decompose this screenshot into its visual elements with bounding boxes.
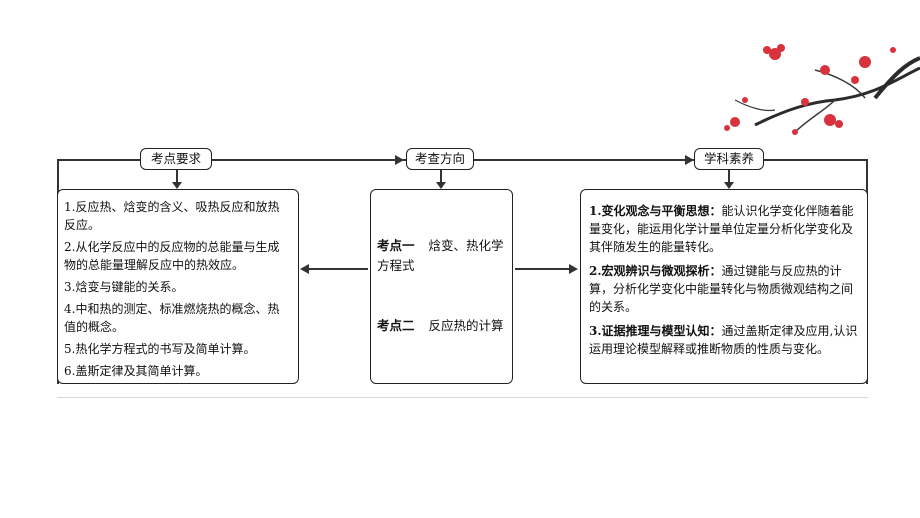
exam-point-1-text: 焓变、热化学方程式 [377,238,504,273]
exam-point-2-text: 反应热的计算 [428,318,504,333]
subject-literacy-box: 1.变化观念与平衡思想：能认识化学变化伴随着能量变化，能运用化学计量单位定量分析… [580,189,868,384]
arrow-left-icon [300,264,309,274]
literacy-item-title: 1.变化观念与平衡思想： [589,204,722,218]
literacy-item-title: 3.证据推理与模型认知： [589,324,722,338]
literacy-item-text: 通过键能与反应热的计算，分析化学变化中能量转化与物质微观结构之间的关系。 [589,264,854,314]
left-arrow-line [306,268,368,270]
bottom-divider [57,397,868,398]
arrow-down-icon [436,182,446,189]
tag-subject-literacy: 学科素养 [694,148,764,170]
arrow-down-icon [172,182,182,189]
down-connector-middle [440,170,442,184]
literacy-item: 1.变化观念与平衡思想：能认识化学变化伴随着能量变化，能运用化学计量单位定量分析… [589,202,859,256]
plum-blossom-decoration [724,44,920,135]
literacy-item: 2.宏观辨识与微观探析：通过键能与反应热的计算，分析化学变化中能量转化与物质微观… [589,262,859,316]
right-arrow-line [515,268,571,270]
requirement-item: 2.从化学反应中的反应物的总能量与生成物的总能量理解反应中的热效应。 [64,240,280,272]
literacy-item-text: 能认识化学变化伴随着能量变化，能运用化学计量单位定量分析化学变化及其伴随发生的能… [589,204,854,254]
down-connector-right [728,170,730,184]
literacy-item-text: 通过盖斯定律及应用,认识运用理论模型解释或推断物质的性质与变化。 [589,324,858,356]
requirement-item: 1.反应热、焓变的含义、吸热反应和放热反应。 [64,200,280,232]
requirement-item: 6.盖斯定律及其简单计算。 [64,364,208,378]
exam-requirements-box: 1.反应热、焓变的含义、吸热反应和放热反应。 2.从化学反应中的反应物的总能量与… [57,189,299,384]
tag-exam-requirements: 考点要求 [140,148,212,170]
exam-point-2: 考点二 反应热的计算 [377,316,508,336]
requirement-item: 5.热化学方程式的书写及简单计算。 [64,342,256,356]
exam-direction-box: 考点一 焓变、热化学方程式 考点二 反应热的计算 [370,189,513,384]
tag-exam-direction: 考查方向 [406,148,474,170]
exam-point-1: 考点一 焓变、热化学方程式 [377,236,508,276]
exam-point-2-label: 考点二 [377,318,415,333]
down-connector-left [176,170,178,184]
arrow-right-icon [685,155,694,165]
exam-point-1-label: 考点一 [377,238,415,253]
requirement-item: 3.焓变与键能的关系。 [64,280,184,294]
arrow-right-icon [395,155,404,165]
arrow-down-icon [724,182,734,189]
requirement-item: 4.中和热的测定、标准燃烧热的概念、热值的概念。 [64,302,280,334]
literacy-item-title: 2.宏观辨识与微观探析： [589,264,722,278]
literacy-item: 3.证据推理与模型认知：通过盖斯定律及应用,认识运用理论模型解释或推断物质的性质… [589,322,859,358]
arrow-right-icon [569,264,578,274]
